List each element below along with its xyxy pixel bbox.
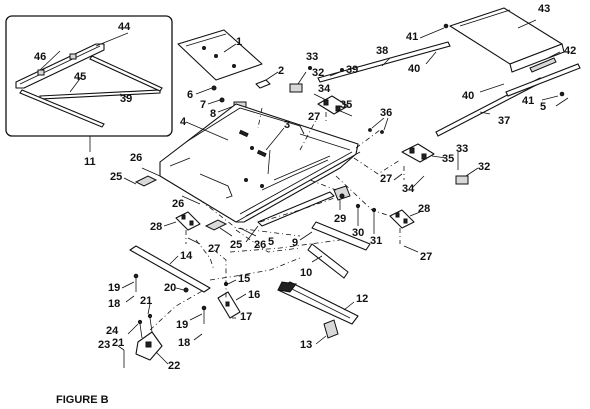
callout-41-mid: 41: [522, 95, 534, 107]
callout-35-top: 35: [340, 99, 352, 111]
part-1-plate: [177, 29, 263, 81]
callout-45: 45: [74, 71, 86, 83]
callout-40-mid: 40: [462, 90, 474, 102]
callout-21-low: 21: [112, 337, 124, 349]
callout-18-left: 18: [108, 298, 120, 310]
callout-8: 8: [210, 108, 216, 120]
callout-39-inset: 39: [120, 93, 132, 105]
part-36-pins: [368, 117, 389, 134]
callout-26-mid: 26: [172, 198, 184, 210]
inset-detail-box: [5, 15, 173, 137]
part-14-bar: [129, 245, 211, 293]
part-28-left-bracket: [163, 211, 201, 245]
callout-25-left: 25: [110, 171, 122, 183]
callout-34-low: 34: [402, 183, 415, 195]
callout-28-right: 28: [418, 203, 430, 215]
callout-27-right: 27: [420, 251, 432, 263]
callout-2: 2: [278, 65, 284, 77]
callout-25-mid: 25: [230, 239, 242, 251]
upper-bracket-cluster: [289, 66, 353, 124]
callout-31: 31: [370, 235, 382, 247]
callout-42: 42: [564, 45, 576, 57]
callout-34-top: 34: [318, 83, 331, 95]
callout-13: 13: [300, 339, 312, 351]
rear-rail-assembly: [317, 7, 581, 137]
callout-28-left: 28: [150, 221, 162, 233]
callout-5-left: 5: [268, 236, 274, 248]
callout-41-top: 41: [406, 31, 418, 43]
callout-22: 22: [168, 360, 180, 372]
callout-17: 17: [240, 311, 252, 323]
callout-33-low: 33: [456, 143, 468, 155]
part-28-right-bracket: [389, 209, 421, 253]
callout-18-right: 18: [178, 337, 190, 349]
parts-25-26-clamps: [123, 167, 257, 237]
callout-40-top: 40: [408, 63, 420, 75]
callout-44: 44: [118, 21, 131, 33]
callout-19-left: 19: [108, 282, 120, 294]
parts-18-19-20-bolts: [121, 273, 207, 341]
parts-15-16-17-bracket: [217, 279, 247, 319]
callout-10: 10: [300, 267, 312, 279]
lower-right-bracket-cluster: [393, 143, 479, 189]
callout-32-top: 32: [312, 67, 324, 79]
callout-36: 36: [380, 107, 392, 119]
callout-6: 6: [187, 89, 193, 101]
callout-35-low: 35: [442, 153, 454, 165]
callout-46: 46: [34, 51, 46, 63]
part-13-knob: [315, 319, 339, 345]
callout-19-right: 19: [176, 319, 188, 331]
callout-12: 12: [356, 293, 368, 305]
callout-37: 37: [498, 115, 510, 127]
callout-29: 29: [334, 213, 346, 225]
callout-30: 30: [352, 227, 364, 239]
parts-21-24-clamp: [117, 303, 169, 368]
callout-24: 24: [106, 325, 119, 337]
part-2-clip: [255, 71, 279, 89]
callout-39: 39: [346, 64, 358, 76]
callout-4: 4: [180, 116, 187, 128]
callout-5-right: 5: [540, 101, 546, 113]
callout-27-mid: 27: [380, 173, 392, 185]
callout-27-top: 27: [308, 111, 320, 123]
figure-label: FIGURE B: [56, 394, 109, 406]
callout-3: 3: [284, 119, 290, 131]
parts-9-10-wrenches: [299, 221, 371, 279]
callout-23: 23: [98, 339, 110, 351]
callout-27-left: 27: [208, 243, 220, 255]
callout-9: 9: [292, 237, 298, 249]
callout-26-low: 26: [254, 239, 266, 251]
callout-26-top: 26: [130, 152, 142, 164]
part-4-main-table: [159, 103, 361, 223]
callout-15: 15: [238, 273, 250, 285]
callout-1: 1: [236, 36, 242, 48]
callout-20: 20: [164, 282, 176, 294]
callout-32-low: 32: [478, 161, 490, 173]
callout-21-top: 21: [140, 295, 152, 307]
callout-7: 7: [200, 99, 206, 111]
callout-43: 43: [538, 3, 550, 15]
callout-38: 38: [376, 45, 388, 57]
part-12-rip-fence: [277, 281, 359, 325]
callout-11: 11: [84, 156, 96, 168]
callout-33-top: 33: [306, 51, 318, 63]
callout-16: 16: [248, 289, 260, 301]
callout-labels: 44 46 45 39 11 1 2 6 7 8 4 3 26 25 26 28…: [34, 3, 576, 372]
callout-14: 14: [180, 250, 193, 262]
parts-29-30-31: [333, 185, 377, 234]
assembly-centerlines: [149, 107, 401, 331]
